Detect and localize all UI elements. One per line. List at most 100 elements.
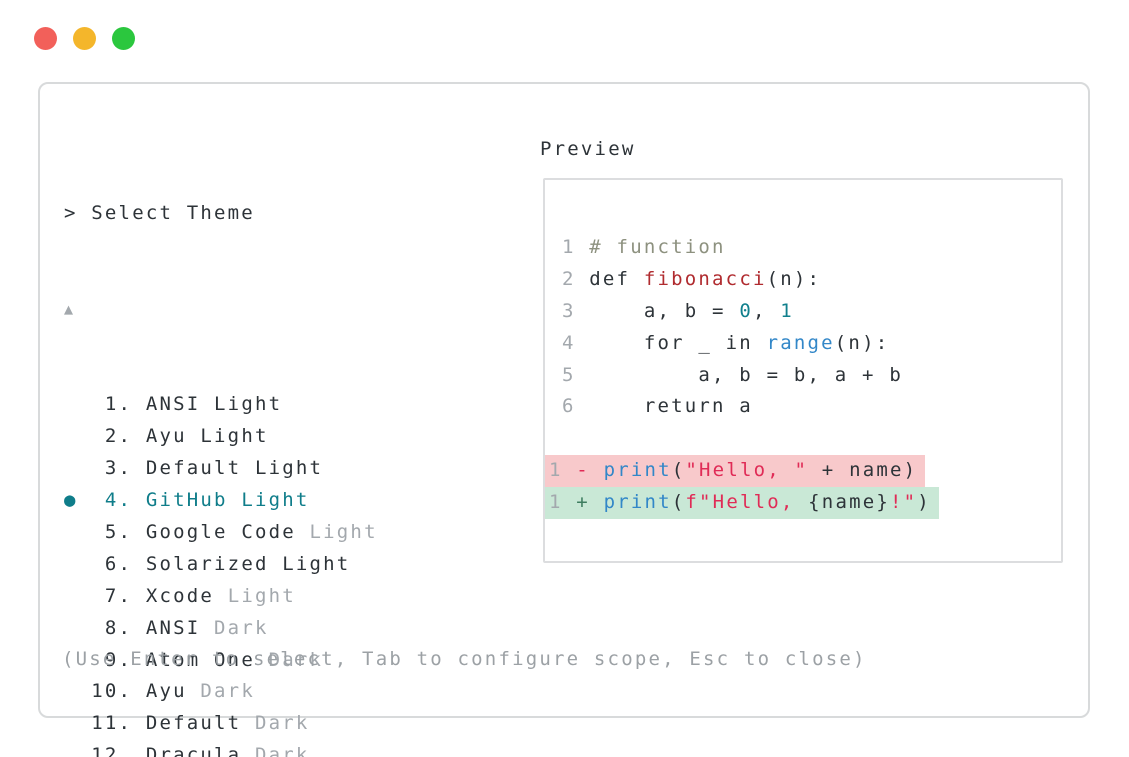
line-number: 4 bbox=[562, 331, 590, 354]
theme-list-item-2[interactable]: 2. Ayu Light bbox=[64, 421, 378, 453]
code-token-minus: - bbox=[576, 459, 604, 482]
code-token-plain: , bbox=[752, 299, 781, 322]
theme-name: Google Code bbox=[145, 520, 310, 543]
row-gutter bbox=[64, 393, 91, 415]
theme-number: 4. bbox=[91, 488, 146, 511]
theme-picker-panel: > Select Theme ▲ 1. ANSI Light 2. Ayu Li… bbox=[38, 82, 1090, 757]
zoom-button[interactable] bbox=[112, 27, 135, 50]
line-number: 1 bbox=[549, 491, 577, 514]
code-token-plus: + bbox=[576, 491, 604, 514]
row-gutter bbox=[64, 744, 91, 757]
theme-number: 11. bbox=[91, 712, 146, 735]
selected-bullet-icon: ● bbox=[64, 488, 92, 511]
theme-list-item-5[interactable]: 5. Google Code Light bbox=[64, 517, 378, 549]
theme-list-item-7[interactable]: 7. Xcode Light bbox=[64, 581, 378, 613]
theme-list-item-3[interactable]: 3. Default Light bbox=[64, 453, 378, 485]
theme-number: 8. bbox=[91, 616, 146, 639]
theme-list-item-12[interactable]: 12. Dracula Dark bbox=[64, 740, 378, 757]
theme-number: 12. bbox=[91, 744, 146, 757]
theme-number: 1. bbox=[91, 393, 146, 416]
code-token-string: f"Hello, bbox=[685, 491, 809, 514]
code-token-builtin: print bbox=[603, 491, 672, 514]
preview-title: Preview bbox=[540, 138, 636, 160]
theme-number: 5. bbox=[91, 520, 146, 543]
row-gutter bbox=[64, 521, 91, 543]
code-token-string: "Hello, " bbox=[685, 459, 809, 482]
code-token-plain: ) bbox=[917, 491, 931, 514]
row-gutter bbox=[64, 712, 91, 734]
code-token-plain: ( bbox=[671, 459, 686, 482]
theme-list-item-4[interactable]: ● 4. GitHub Light bbox=[64, 485, 378, 517]
theme-list-item-10[interactable]: 10. Ayu Dark bbox=[64, 676, 378, 708]
theme-list-item-9[interactable]: 9. Atom One Dark bbox=[64, 645, 378, 677]
code-token-plain: ( bbox=[671, 491, 686, 514]
theme-variant: Dark bbox=[254, 712, 310, 735]
line-number: 1 bbox=[562, 236, 590, 258]
theme-variant: Dark bbox=[254, 744, 310, 757]
code-token-number: 1 bbox=[780, 299, 794, 322]
code-token-comment: # function bbox=[589, 236, 726, 258]
theme-name: Default bbox=[145, 712, 255, 735]
code-token-plain: for _ in bbox=[589, 331, 767, 354]
code-line: 2 def fibonacci(n): bbox=[545, 264, 1061, 296]
theme-variant: Light bbox=[282, 552, 351, 575]
code-line: 1 # function bbox=[545, 232, 1061, 264]
theme-number: 7. bbox=[91, 584, 146, 607]
theme-number: 6. bbox=[91, 552, 146, 575]
theme-list-item-1[interactable]: 1. ANSI Light bbox=[64, 389, 378, 421]
theme-variant: Light bbox=[309, 520, 378, 543]
code-line: 6 return a bbox=[545, 391, 1061, 423]
code-token-defname: fibonacci bbox=[643, 267, 767, 290]
footer-hint: (Use Enter to select, Tab to configure s… bbox=[62, 648, 867, 670]
theme-variant: Light bbox=[241, 488, 310, 511]
code-line: 1 + print(f"Hello, {name}!") bbox=[545, 487, 1061, 520]
theme-variant: Dark bbox=[214, 616, 269, 639]
theme-list-item-11[interactable]: 11. Default Dark bbox=[64, 708, 378, 740]
theme-variant: Light bbox=[227, 584, 296, 607]
row-gutter bbox=[64, 617, 91, 639]
code-token-plain: a, b = b, a + b bbox=[589, 363, 903, 386]
theme-name: Solarized bbox=[145, 552, 283, 575]
code-token-builtin: print bbox=[603, 459, 672, 482]
code-token-number: 0 bbox=[739, 299, 753, 322]
row-gutter bbox=[64, 457, 91, 479]
code-token-plain: (n): bbox=[766, 267, 822, 290]
code-line: 1 - print("Hello, " + name) bbox=[545, 455, 1061, 488]
minimize-button[interactable] bbox=[73, 27, 96, 50]
code-token-plain: a, b = bbox=[589, 299, 740, 322]
theme-variant: Dark bbox=[200, 680, 255, 703]
scroll-up-icon[interactable]: ▲ bbox=[64, 299, 76, 318]
code-line bbox=[545, 423, 1061, 455]
code-token-plain: return a bbox=[589, 395, 753, 418]
theme-selector-column: > Select Theme ▲ 1. ANSI Light 2. Ayu Li… bbox=[64, 134, 378, 757]
theme-name: Dracula bbox=[145, 744, 255, 757]
theme-name: Ayu bbox=[145, 425, 201, 448]
window-controls bbox=[34, 27, 135, 50]
code-line: 3 a, b = 0, 1 bbox=[545, 296, 1061, 328]
theme-name: Ayu bbox=[145, 680, 201, 703]
theme-name: ANSI bbox=[145, 616, 215, 639]
theme-list-item-6[interactable]: 6. Solarized Light bbox=[64, 549, 378, 581]
theme-variant: Light bbox=[200, 425, 269, 448]
theme-name: GitHub bbox=[145, 488, 242, 511]
theme-list-item-8[interactable]: 8. ANSI Dark bbox=[64, 613, 378, 645]
code-line: 4 for _ in range(n): bbox=[545, 328, 1061, 360]
code-token-string: !" bbox=[890, 491, 918, 514]
code-token-plain: {name} bbox=[808, 491, 891, 514]
diff-added-line: 1 + print(f"Hello, {name}!") bbox=[545, 487, 939, 520]
theme-number: 3. bbox=[91, 457, 146, 480]
row-gutter bbox=[64, 553, 91, 575]
theme-number: 9. bbox=[91, 648, 146, 671]
code-token-plain: + name) bbox=[808, 459, 918, 482]
theme-name: Xcode bbox=[145, 584, 228, 607]
row-gutter bbox=[64, 585, 91, 607]
theme-name: Atom One bbox=[145, 648, 269, 671]
line-number: 1 bbox=[549, 459, 577, 482]
close-button[interactable] bbox=[34, 27, 57, 50]
theme-list: 1. ANSI Light 2. Ayu Light 3. Default Li… bbox=[64, 389, 378, 757]
theme-name: ANSI bbox=[145, 393, 215, 416]
row-gutter bbox=[64, 680, 91, 702]
